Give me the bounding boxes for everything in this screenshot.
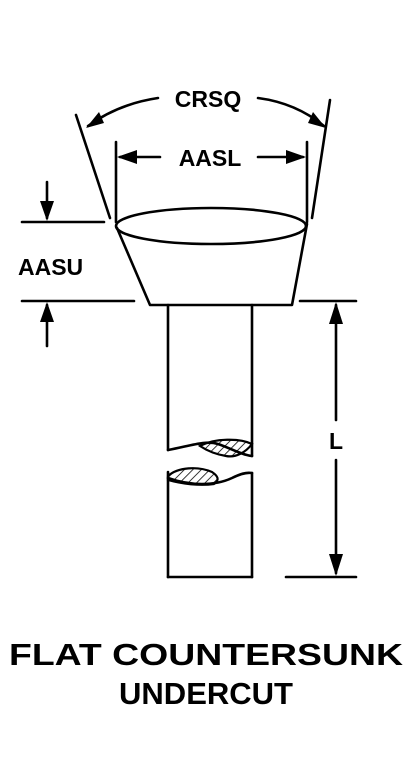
shank-upper-break-hatch [197,438,254,458]
caption: FLAT COUNTERSUNK UNDERCUT [9,637,404,711]
l-dimension: L [284,299,358,579]
l-label: L [329,428,343,454]
crsq-extension-left [74,113,112,220]
aasu-arrowhead-top [40,201,54,221]
caption-line-2: UNDERCUT [119,676,293,711]
countersunk-head [114,206,309,307]
l-arrowhead-top [329,302,343,324]
caption-line-1: FLAT COUNTERSUNK [9,637,404,672]
shank-upper [166,303,254,458]
shank-lower [166,467,254,579]
aasl-arrowhead-right [286,150,306,164]
aasl-label: AASL [179,145,242,171]
aasl-arrowhead-left [117,150,137,164]
shank-lower-break-line [166,471,254,486]
crsq-extension-right [310,98,332,220]
aasl-dimension: AASL [114,140,309,224]
crsq-label: CRSQ [175,86,241,112]
head-cone [115,222,309,307]
aasu-arrowhead-bottom [40,302,54,322]
l-arrowhead-bottom [329,554,343,576]
crsq-dimension: CRSQ [74,86,332,220]
aasu-dimension: AASU [18,180,136,348]
head-top-face [114,206,308,246]
crsq-arrowhead-left [86,112,104,128]
aasu-label: AASU [18,254,83,280]
crsq-arrowhead-right [308,112,326,128]
